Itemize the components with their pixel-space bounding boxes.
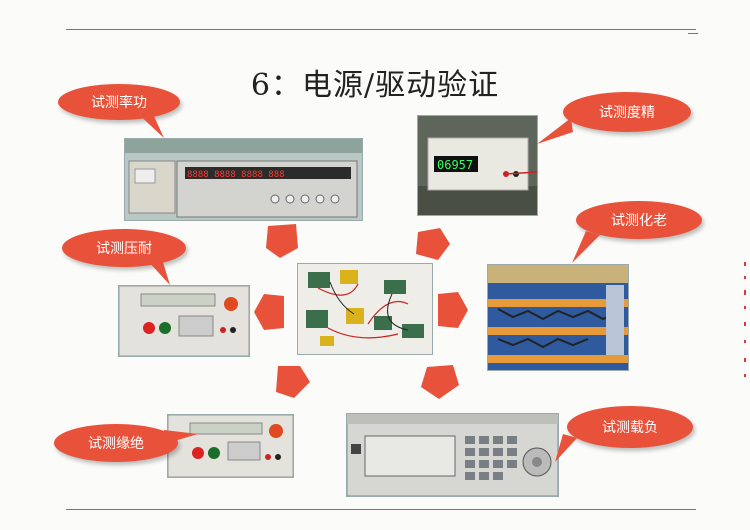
- callout-efficiency-tail: [136, 112, 164, 138]
- callout-insulation: 试测缘绝: [54, 424, 198, 462]
- arrow-to-bottom-left: [276, 366, 310, 398]
- insulation-tester-illustration: [168, 415, 293, 477]
- callout-aging: 试测化老: [572, 201, 702, 263]
- electronic-load-photo: [346, 413, 559, 497]
- top-rule: [66, 29, 696, 30]
- callout-accuracy: 试测度精: [537, 92, 691, 144]
- hipot-tester-illustration: [119, 286, 249, 356]
- arrow-to-top-left: [266, 224, 298, 258]
- callout-accuracy-label: 试测度精: [599, 105, 655, 121]
- callout-load-tail: [555, 434, 577, 462]
- callout-efficiency-label: 试测率功: [91, 95, 147, 111]
- circuit-boards-photo: [297, 263, 433, 355]
- callout-load-label: 试测载负: [602, 420, 658, 436]
- arrow-to-top-right: [416, 228, 450, 260]
- multimeter-illustration: 06957: [418, 116, 537, 215]
- circuit-boards-illustration: [298, 264, 432, 354]
- arrow-to-left: [254, 294, 284, 330]
- callout-aging-tail: [572, 231, 600, 263]
- bottom-rule: [66, 509, 696, 510]
- callout-efficiency: 试测率功: [58, 84, 180, 138]
- power-meter-photo: 8888 8888 8888 888: [124, 138, 363, 221]
- hipot-tester-photo: [118, 285, 250, 357]
- callout-insulation-tail: [164, 430, 198, 444]
- callout-hipot-tail: [146, 259, 170, 285]
- power-meter-readout: 8888 8888 8888 888: [187, 170, 285, 180]
- slide-title: 6：电源/驱动验证: [250, 68, 500, 103]
- callout-accuracy-tail: [537, 118, 573, 144]
- electronic-load-illustration: [347, 414, 558, 496]
- multimeter-photo: 06957: [417, 115, 538, 216]
- callout-hipot: 试测压耐: [62, 229, 186, 285]
- top-rule-tick: [688, 33, 698, 34]
- insulation-tester-photo: [167, 414, 294, 478]
- callout-hipot-label: 试测压耐: [96, 241, 152, 257]
- callout-aging-label: 试测化老: [611, 213, 667, 229]
- arrow-to-bottom-right: [421, 365, 459, 399]
- arrow-to-right: [438, 292, 468, 328]
- aging-rack-photo: [487, 264, 629, 371]
- scan-edge-marks: [744, 262, 746, 377]
- callout-insulation-label: 试测缘绝: [88, 436, 144, 452]
- power-meter-illustration: 8888 8888 8888 888: [125, 139, 362, 220]
- multimeter-readout: 06957: [437, 158, 473, 172]
- aging-rack-illustration: [488, 265, 628, 370]
- callout-load: 试测载负: [555, 406, 693, 462]
